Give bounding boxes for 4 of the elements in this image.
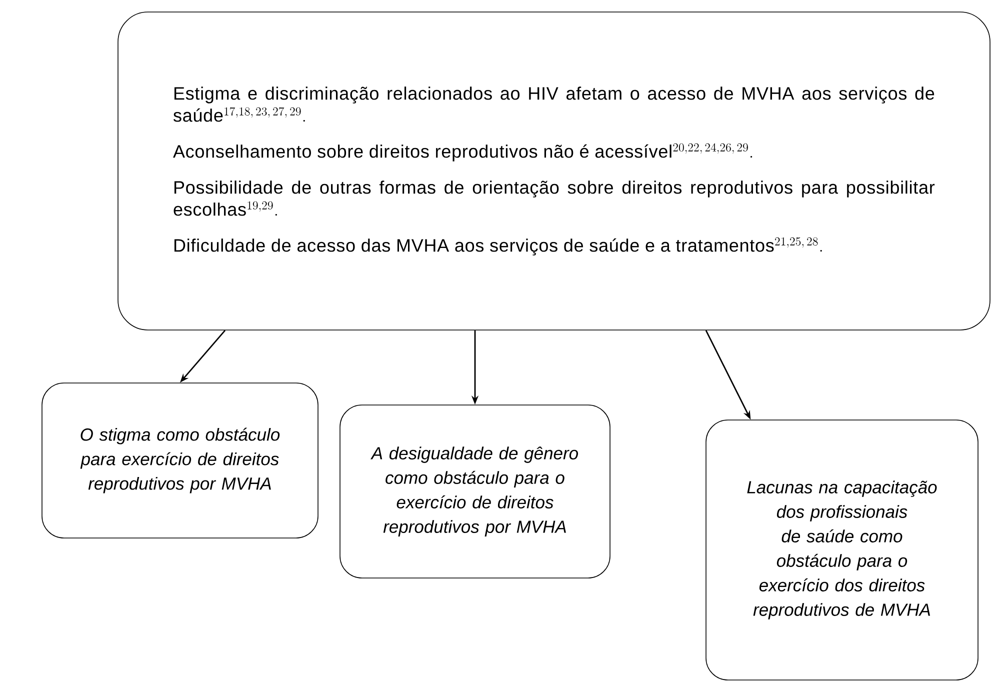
- theme-box: O stigma como obstáculo para exercício de direitos reprodutivos por MVHA: [42, 382, 318, 538]
- process-box: Estigma e discriminação relacionados ao HIV afetam o acesso de MVHA aos serviços de saúde$^{17,18,\,23,\,27,\,29}.$ Aconselhamento sobre direitos reprodutivos não é acessível$^{20,22,\,24,26,\,29}.$ Possibilidade de outras formas de orientação sobre direitos reprodutivos para possibilitar escolhas$^{19,29}.$ Dificuldade de acesso das MVHA aos serviços de saúde e a tratamentos$^{21,25,\,28}.$: [118, 12, 990, 330]
- theme-box: A desigualdade de gênero como obstáculo para o exercício de direitos reprodutivos por MVHA: [340, 404, 610, 578]
- theme-box: Lacunas na capacitação dos profissionais de saúde como obstáculo para o exercício dos direitos reprodutivos de MVHA: [706, 420, 978, 680]
